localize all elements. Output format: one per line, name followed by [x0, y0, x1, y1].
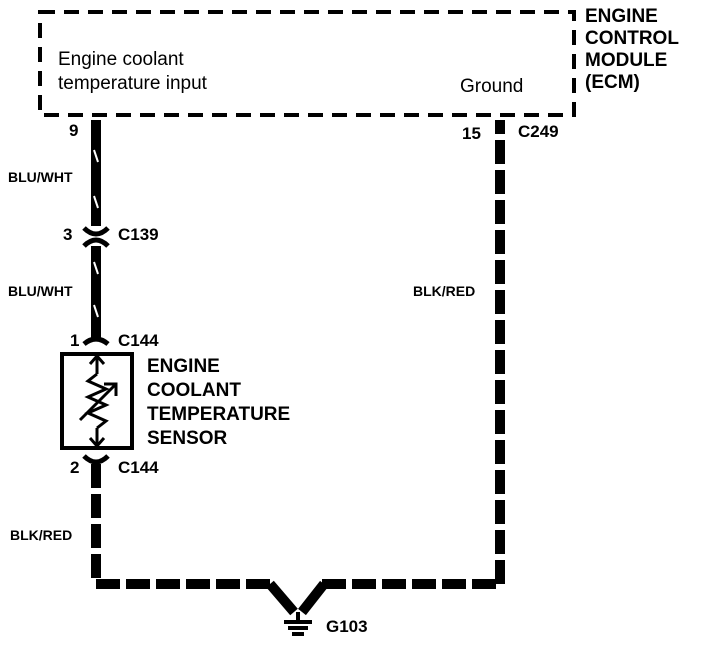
- ecm-name-line: MODULE: [585, 50, 668, 71]
- sensor-name: ENGINE COOLANT TEMPERATURE SENSOR: [147, 355, 290, 451]
- wire-label-blk-red-right: BLK/RED: [413, 283, 476, 299]
- ecm-ground-label: Ground: [460, 76, 524, 97]
- sensor-name-line: ENGINE: [147, 356, 220, 377]
- ecm-input-line: temperature input: [58, 73, 207, 94]
- sensor-name-line: SENSOR: [147, 428, 228, 449]
- c139-pin: 3: [63, 225, 73, 244]
- ground-label-g103: G103: [326, 617, 368, 636]
- thermistor-symbol: [78, 353, 118, 449]
- wire-blu-wht-lower: [91, 246, 101, 340]
- sensor-name-line: TEMPERATURE: [147, 404, 291, 425]
- c139-label: C139: [118, 225, 159, 244]
- wire-label-blk-red-left: BLK/RED: [10, 527, 73, 543]
- ecm-input-line: Engine coolant: [58, 49, 184, 70]
- ecm-name-line: CONTROL: [585, 28, 679, 49]
- c249-label: C249: [518, 122, 559, 141]
- sensor-pin-2: 2: [70, 458, 80, 477]
- connector-c139-symbol-lower: [82, 237, 110, 248]
- sensor-name-line: COOLANT: [147, 380, 241, 401]
- ecm-name-line: ENGINE: [585, 6, 658, 27]
- ecm-module-box: [38, 10, 576, 117]
- c144-bottom-label: C144: [118, 458, 159, 477]
- ecm-pin-15: 15: [462, 124, 481, 143]
- connector-c139-symbol: [82, 226, 110, 237]
- sensor-pin-1: 1: [70, 331, 80, 350]
- ecm-pin-9: 9: [69, 121, 79, 140]
- ecm-input-label: Engine coolant temperature input: [58, 48, 207, 96]
- wire-blu-wht-upper: [91, 120, 101, 226]
- ground-icon: [284, 612, 312, 636]
- connector-c144-top-symbol: [82, 336, 110, 347]
- wire-to-ground-left: [266, 580, 298, 616]
- ecm-name-line: (ECM): [585, 72, 640, 93]
- wire-label-blu-wht-lower: BLU/WHT: [8, 283, 73, 299]
- wire-label-blu-wht-upper: BLU/WHT: [8, 169, 73, 185]
- wire-to-ground-right: [298, 580, 328, 616]
- c144-top-label: C144: [118, 331, 159, 350]
- connector-c144-bottom-symbol: [82, 454, 110, 465]
- ecm-name: ENGINE CONTROL MODULE (ECM): [585, 6, 679, 94]
